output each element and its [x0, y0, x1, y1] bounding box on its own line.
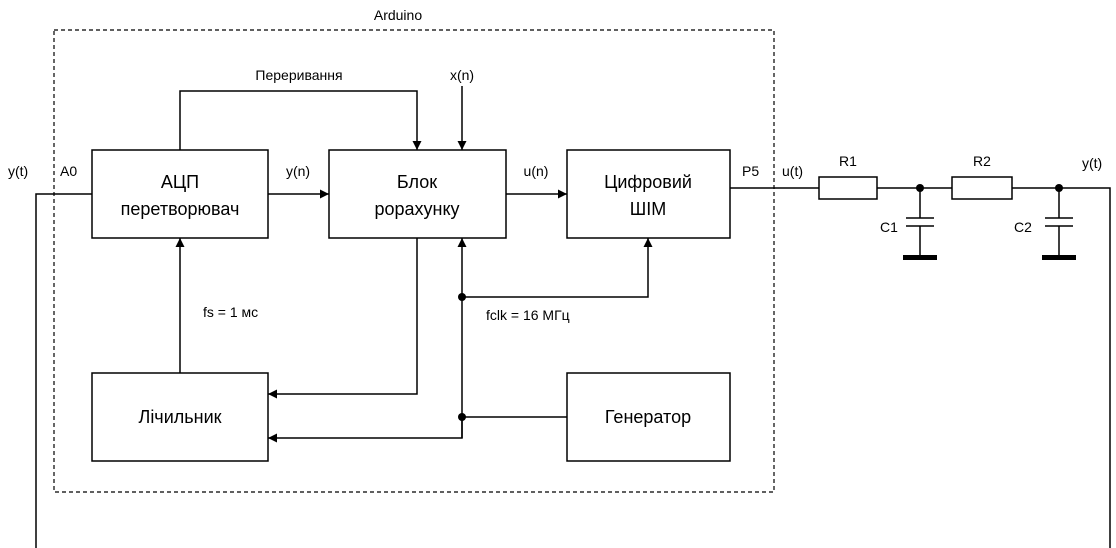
- pwm-label-1: Цифровий: [604, 172, 692, 192]
- calc-to-counter-arrow: [268, 238, 418, 399]
- interrupt-label: Переривання: [255, 67, 342, 83]
- clk-to-pwm-arrow: [462, 238, 653, 298]
- adc-label-1: АЦП: [161, 172, 199, 192]
- r2-output-wire: [1012, 187, 1111, 548]
- interrupt-arrow: [179, 90, 422, 150]
- arduino-boundary: [53, 29, 775, 493]
- feedback-wire: [35, 193, 92, 548]
- generator-label: Генератор: [605, 407, 691, 427]
- yt-input-label: y(t): [8, 163, 28, 179]
- pin-a0-label: A0: [60, 163, 77, 179]
- c1-label: C1: [880, 219, 898, 235]
- un-label: u(n): [524, 163, 549, 179]
- calc-label-2: рорахунку: [374, 199, 459, 219]
- xn-label: x(n): [450, 67, 474, 83]
- capacitor-c2: [1042, 188, 1076, 260]
- adc-block: АЦП перетворювач: [91, 149, 269, 239]
- pwm-label-2: ШІМ: [630, 199, 667, 219]
- yt-output-label: y(t): [1082, 155, 1102, 171]
- junction-dot: [458, 293, 466, 301]
- calc-label-1: Блок: [397, 172, 437, 192]
- r2-label: R2: [973, 153, 991, 169]
- counter-label: Лічильник: [139, 407, 222, 427]
- resistor-r2: [951, 176, 1013, 200]
- gen-to-counter-arrow: [268, 416, 567, 443]
- calc-block: Блок рорахунку: [328, 149, 507, 239]
- r1-label: R1: [839, 153, 857, 169]
- pwm-block: Цифровий ШІМ: [566, 149, 731, 239]
- capacitor-c1: [903, 188, 937, 260]
- fclk-label: fclk = 16 МГц: [486, 307, 570, 323]
- counter-block: Лічильник: [91, 372, 269, 462]
- adc-label-2: перетворювач: [121, 199, 240, 219]
- pin-p5-label: P5: [742, 163, 759, 179]
- c2-label: C2: [1014, 219, 1032, 235]
- arduino-label: Arduino: [374, 7, 422, 23]
- junction-dot: [458, 413, 466, 421]
- generator-block: Генератор: [566, 372, 731, 462]
- fs-label: fs = 1 мс: [203, 304, 258, 320]
- ut-label: u(t): [782, 163, 803, 179]
- yn-label: y(n): [286, 163, 310, 179]
- resistor-r1: [818, 176, 878, 200]
